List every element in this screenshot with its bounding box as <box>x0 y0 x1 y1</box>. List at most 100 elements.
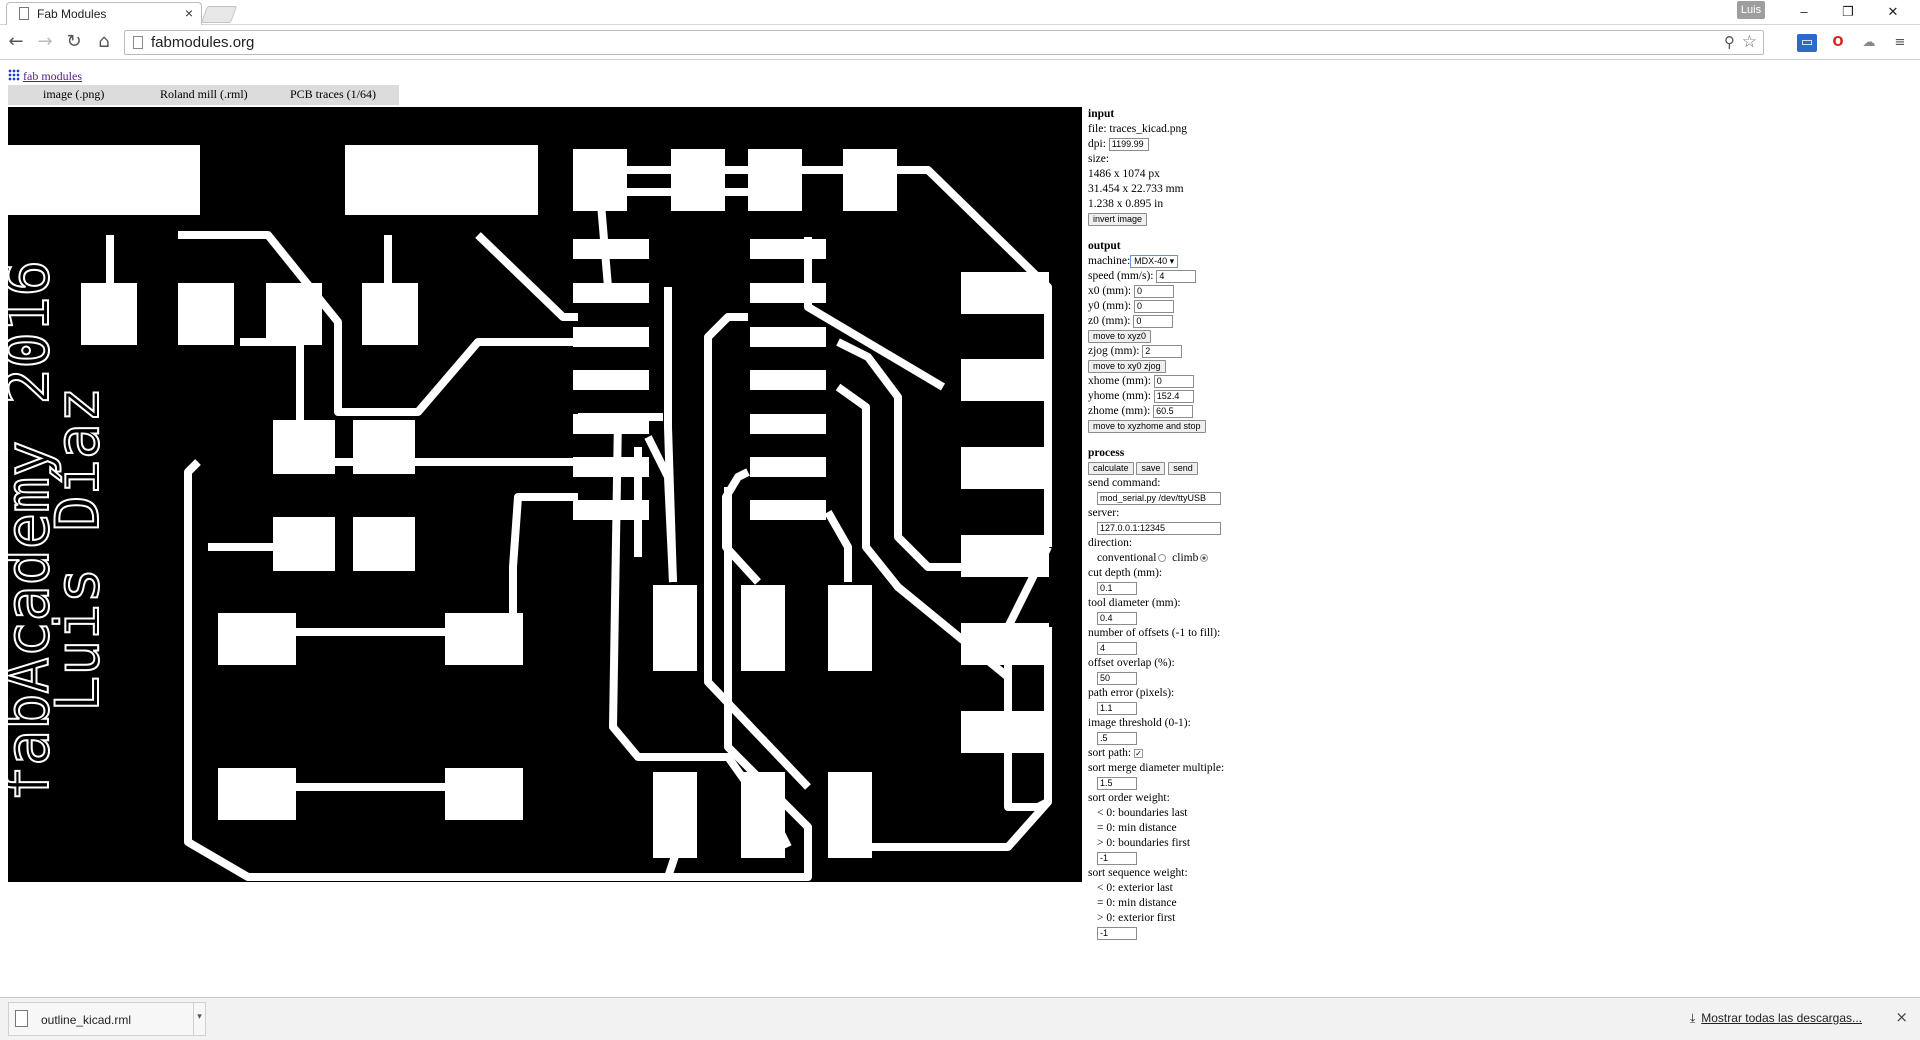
yhome-label: yhome (mm): <box>1088 390 1151 402</box>
cut-depth-input[interactable] <box>1097 581 1137 595</box>
order-lt-text: < 0: boundaries last <box>1097 807 1188 819</box>
zoom-icon[interactable]: ⚲ <box>1724 33 1735 51</box>
grid-icon <box>8 69 20 81</box>
x0-label: x0 (mm): <box>1088 285 1132 297</box>
page-content: fab modules image (.png) Roland mill (.r… <box>0 61 1920 997</box>
conventional-radio[interactable] <box>1158 554 1167 563</box>
extension-icon[interactable]: ▭ <box>1797 34 1817 52</box>
input-file: file: traces_kicad.png <box>1088 123 1187 135</box>
size-mm: 31.454 x 22.733 mm <box>1088 183 1184 195</box>
settings-panel: input file: traces_kicad.png dpi: size: … <box>1088 107 1278 941</box>
move-to-xy0-zjog-button[interactable]: move to xy0 zjog <box>1088 359 1166 373</box>
seq-weight-label: sort sequence weight: <box>1088 867 1188 879</box>
minimize-icon[interactable]: – <box>1800 4 1808 19</box>
calculate-button[interactable]: calculate <box>1088 461 1134 475</box>
move-to-xyzhome-button[interactable]: move to xyzhome and stop <box>1088 419 1206 433</box>
fab-modules-link[interactable]: fab modules <box>8 69 82 84</box>
machine-select[interactable]: MDX-40 ▾ <box>1130 254 1179 268</box>
order-gt-text: > 0: boundaries first <box>1097 837 1191 849</box>
xhome-input[interactable] <box>1153 374 1194 388</box>
download-item[interactable]: outline_kicad.rml ▾ <box>8 1002 206 1036</box>
server-label: server: <box>1088 507 1120 519</box>
zhome-input[interactable] <box>1153 404 1194 418</box>
send-button[interactable]: send <box>1168 461 1198 475</box>
seq-eq-text: = 0: min distance <box>1097 897 1177 909</box>
file-icon <box>15 1010 28 1027</box>
menu-pcb-traces[interactable]: PCB traces (1/64) <box>290 87 376 101</box>
profile-button[interactable]: Luis <box>1737 1 1765 19</box>
pcb-traces-image: fabAcademy 2016 Luis Díaz <box>8 145 1052 881</box>
url-text: fabmodules.org <box>151 34 255 51</box>
threshold-input[interactable] <box>1097 731 1137 745</box>
reload-icon[interactable]: ↻ <box>66 31 82 52</box>
y0-label: y0 (mm): <box>1088 300 1132 312</box>
cut-depth-label: cut depth (mm): <box>1088 567 1163 579</box>
new-tab-button[interactable] <box>200 6 238 23</box>
x0-input[interactable] <box>1134 284 1174 298</box>
path-error-input[interactable] <box>1097 701 1137 715</box>
seq-lt-text: < 0: exterior last <box>1097 882 1173 894</box>
climb-radio[interactable] <box>1200 554 1209 563</box>
z0-label: z0 (mm): <box>1088 315 1131 327</box>
speed-label: speed (mm/s): <box>1088 270 1154 282</box>
speed-input[interactable] <box>1156 269 1197 283</box>
path-error-label: path error (pixels): <box>1088 687 1175 699</box>
sort-merge-input[interactable] <box>1097 776 1137 790</box>
tool-diameter-input[interactable] <box>1097 611 1137 625</box>
tab-strip: Fab Modules × Luis – ❐ ✕ <box>0 0 1920 25</box>
forward-icon[interactable]: → <box>37 31 53 52</box>
download-icon: ⤓ <box>1689 1011 1696 1025</box>
download-filename: outline_kicad.rml <box>41 1013 132 1027</box>
sort-path-label: sort path: <box>1088 747 1132 759</box>
download-shelf: outline_kicad.rml ▾ ⤓Mostrar todas las d… <box>0 997 1920 1040</box>
close-window-icon[interactable]: ✕ <box>1887 4 1899 19</box>
dpi-label: dpi: <box>1088 138 1106 150</box>
offsets-input[interactable] <box>1097 641 1137 655</box>
invert-image-button[interactable]: invert image <box>1088 212 1148 226</box>
board-text-line-1: fabAcademy 2016 <box>8 260 63 802</box>
yhome-input[interactable] <box>1153 389 1194 403</box>
board-text-line-2: Luis Díaz <box>43 387 113 712</box>
size-label: size: <box>1088 153 1110 165</box>
seq-weight-input[interactable] <box>1097 926 1137 940</box>
close-icon[interactable]: × <box>184 5 193 21</box>
process-heading: process <box>1088 447 1125 459</box>
sort-merge-label: sort merge diameter multiple: <box>1088 762 1225 774</box>
show-all-downloads-link[interactable]: ⤓Mostrar todas las descargas... <box>1690 1011 1862 1026</box>
size-in: 1.238 x 0.895 in <box>1088 198 1164 210</box>
zjog-label: zjog (mm): <box>1088 345 1140 357</box>
opera-icon[interactable]: O <box>1832 35 1844 50</box>
output-heading: output <box>1088 240 1121 252</box>
overlap-label: offset overlap (%): <box>1088 657 1175 669</box>
zjog-input[interactable] <box>1142 344 1183 358</box>
restore-icon[interactable]: ❐ <box>1842 4 1854 19</box>
order-weight-input[interactable] <box>1097 851 1137 865</box>
home-icon[interactable]: ⌂ <box>98 31 110 52</box>
close-shelf-icon[interactable]: × <box>1895 1008 1908 1026</box>
sort-path-checkbox[interactable]: ✓ <box>1134 748 1143 758</box>
machine-label: machine: <box>1088 255 1131 267</box>
address-bar[interactable]: fabmodules.org ⚲ ☆ <box>124 30 1764 55</box>
tool-diameter-label: tool diameter (mm): <box>1088 597 1181 609</box>
tab-fab-modules[interactable]: Fab Modules × <box>6 2 202 25</box>
y0-input[interactable] <box>1134 299 1174 313</box>
pads <box>8 145 1049 858</box>
overlap-input[interactable] <box>1097 671 1137 685</box>
server-input[interactable] <box>1097 521 1221 535</box>
back-icon[interactable]: ← <box>8 31 24 52</box>
chevron-down-icon[interactable]: ▾ <box>193 1003 205 1035</box>
bookmark-star-icon[interactable]: ☆ <box>1741 32 1757 52</box>
send-command-input[interactable] <box>1097 491 1221 505</box>
dpi-input[interactable] <box>1108 137 1149 151</box>
menu-roland-mill[interactable]: Roland mill (.rml) <box>160 87 248 101</box>
page-icon <box>19 7 29 20</box>
seq-gt-text: > 0: exterior first <box>1097 912 1176 924</box>
z0-input[interactable] <box>1133 314 1174 328</box>
cloud-icon[interactable]: ☁ <box>1862 35 1876 50</box>
zhome-label: zhome (mm): <box>1088 405 1151 417</box>
browser-toolbar: ← → ↻ ⌂ fabmodules.org ⚲ ☆ ▭ O ☁ ≡ <box>0 25 1920 60</box>
move-to-xyz0-button[interactable]: move to xyz0 <box>1088 329 1152 343</box>
menu-icon[interactable]: ≡ <box>1894 35 1906 50</box>
menu-image-png[interactable]: image (.png) <box>43 87 105 101</box>
save-button[interactable]: save <box>1136 461 1166 475</box>
